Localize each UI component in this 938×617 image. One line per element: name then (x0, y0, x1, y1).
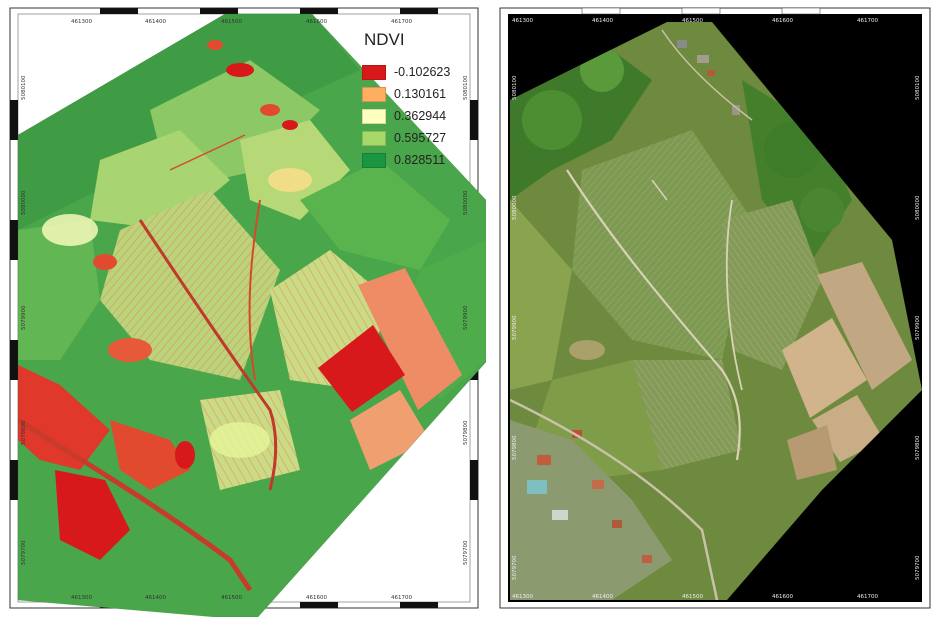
tick-label: 5080100 (21, 75, 27, 100)
tick-label: 461400 (592, 594, 613, 600)
ndvi-map-panel: 461300 461400 461500 461600 461700 46130… (9, 7, 486, 617)
tick-label: 5080000 (463, 190, 469, 215)
legend-swatch (362, 152, 386, 168)
rgb-raster (510, 22, 922, 600)
tick-label: 461600 (306, 595, 327, 601)
tick-label: 5079700 (915, 555, 921, 580)
tick-label: 5079700 (463, 540, 469, 565)
tick-label: 461500 (221, 19, 242, 25)
tick-label: 5079700 (21, 540, 27, 565)
rgb-orthophoto-map: 461300 461400 461500 461600 461700 46130… (499, 7, 931, 609)
tick-label: 5079700 (512, 555, 518, 580)
tick-label: 5079900 (463, 305, 469, 330)
legend-label: 0.595727 (394, 131, 447, 145)
tick-label: 461300 (512, 594, 533, 600)
legend-entry: 0.595727 (362, 128, 472, 148)
tick-label: 461600 (772, 18, 793, 24)
tick-label: 461400 (145, 19, 166, 25)
tick-label: 461700 (857, 18, 878, 24)
tick-label: 461600 (306, 19, 327, 25)
rgb-top-ticks: 461300 461400 461500 461600 461700 (512, 18, 878, 24)
legend-title: NDVI (364, 30, 405, 49)
legend-swatch (362, 86, 386, 102)
tick-label: 461500 (682, 18, 703, 24)
tick-label: 5080000 (512, 195, 518, 220)
tick-label: 461700 (391, 595, 412, 601)
tick-label: 461600 (772, 594, 793, 600)
legend-entry: 0.130161 (362, 84, 472, 104)
tick-label: 5079800 (21, 420, 27, 445)
tick-label: 5079800 (915, 435, 921, 460)
tick-label: 5080000 (21, 190, 27, 215)
tick-label: 5079800 (463, 420, 469, 445)
legend-entry: -0.102623 (362, 62, 472, 82)
tick-label: 461700 (391, 19, 412, 25)
legend-label: 0.362944 (394, 109, 447, 123)
legend-entry: 0.362944 (362, 106, 472, 126)
legend-label: 0.828511 (394, 153, 446, 167)
tick-label: 5079800 (512, 435, 518, 460)
legend-label: -0.102623 (394, 65, 451, 79)
ndvi-legend: NDVI -0.102623 0.130161 0.362944 0.59572… (362, 30, 472, 172)
ndvi-top-ticks: 461300 461400 461500 461600 461700 (71, 19, 412, 25)
ndvi-map: 461300 461400 461500 461600 461700 46130… (9, 7, 486, 617)
legend-swatch (362, 108, 386, 124)
tick-label: 461300 (512, 18, 533, 24)
rgb-bottom-ticks: 461300 461400 461500 461600 461700 (512, 594, 878, 600)
rgb-right-ticks: 5080100 5080000 5079900 5079800 5079700 (915, 75, 921, 580)
rgb-left-ticks: 5080100 5080000 5079900 5079800 5079700 (512, 75, 518, 580)
tick-label: 5080100 (915, 75, 921, 100)
tick-label: 5080000 (915, 195, 921, 220)
tick-label: 5079900 (512, 315, 518, 340)
tick-label: 461500 (682, 594, 703, 600)
tick-label: 461400 (592, 18, 613, 24)
legend-swatch (362, 130, 386, 146)
ndvi-left-ticks: 5080100 5080000 5079900 5079800 5079700 (21, 75, 27, 565)
tick-label: 461400 (145, 595, 166, 601)
legend-entry: 0.828511 (362, 150, 472, 170)
tick-label: 461700 (857, 594, 878, 600)
tick-label: 461500 (221, 595, 242, 601)
tick-label: 5080100 (512, 75, 518, 100)
legend-swatch (362, 64, 386, 80)
ndvi-right-ticks: 5080100 5080000 5079900 5079800 5079700 (463, 75, 469, 565)
tick-label: 5079900 (21, 305, 27, 330)
rgb-frame-ticks (502, 7, 928, 390)
ndvi-bottom-ticks: 461300 461400 461500 461600 461700 (71, 595, 412, 601)
rgb-orthophoto-panel: 461300 461400 461500 461600 461700 46130… (492, 0, 938, 617)
tick-label: 5080100 (463, 75, 469, 100)
legend-label: 0.130161 (394, 87, 447, 101)
tick-label: 461300 (71, 19, 92, 25)
tick-label: 5079900 (915, 315, 921, 340)
tick-label: 461300 (71, 595, 92, 601)
